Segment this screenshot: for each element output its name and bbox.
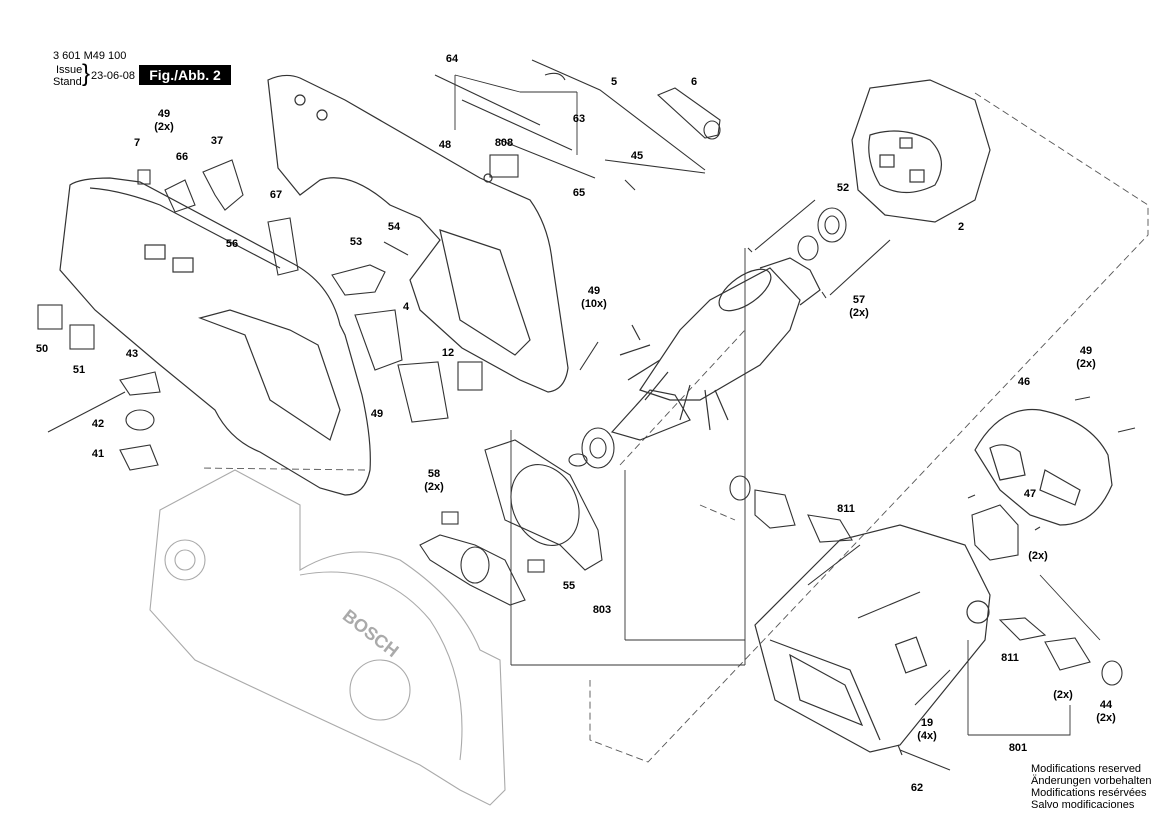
callout-2: 2 (957, 221, 965, 233)
callout-5: 5 (610, 76, 618, 88)
callout-57-2x: 57 (2x) (849, 294, 869, 319)
left-small-parts (37, 154, 519, 471)
note-line-en: Modifications reserved (1031, 763, 1142, 775)
note-line-es: Salvo modificaciones (1031, 799, 1135, 811)
callout-2x-small: (2x) (1028, 550, 1048, 562)
callout-6: 6 (690, 76, 698, 88)
part-2-stator (851, 79, 991, 223)
callout-63: 63 (572, 113, 586, 125)
modifications-note: Modifications reserved Änderungen vorbeh… (1031, 763, 1151, 811)
issue-label: Issue (56, 64, 83, 76)
callout-49-2x-top: 49 (2x) (154, 108, 174, 133)
callout-47: 47 (1023, 488, 1037, 500)
part-801-motor-housing (754, 524, 991, 753)
callout-53: 53 (349, 236, 363, 248)
callout-811-upper: 811 (837, 503, 855, 515)
part-6-sleeve (656, 87, 721, 140)
part-48-frame (267, 74, 569, 393)
callout-55: 55 (562, 580, 576, 592)
callout-56: 56 (225, 238, 239, 250)
callout-19-4x: 19 (4x) (917, 717, 937, 742)
callout-37: 37 (210, 135, 224, 147)
callout-58-2x: 58 (2x) (424, 468, 444, 493)
part-58-bracket (419, 511, 545, 606)
note-line-fr: Modifications resérvées (1031, 787, 1147, 799)
callout-7: 7 (133, 137, 141, 149)
note-line-de: Änderungen vorbehalten (1031, 775, 1152, 787)
callout-811-lower: 811 (1001, 652, 1019, 664)
callout-2x-brush: (2x) (1053, 689, 1073, 701)
figure-label: Fig./Abb. 2 (139, 65, 231, 85)
issue-date: 23-06-08 (91, 70, 136, 82)
callout-62: 62 (910, 782, 924, 794)
brush-holders (754, 489, 1091, 671)
callout-49-2x-right: 49 (2x) (1076, 345, 1096, 370)
callout-65: 65 (572, 187, 586, 199)
callout-42: 42 (91, 418, 105, 430)
part-55-baffle (484, 439, 603, 571)
callout-50: 50 (35, 343, 49, 355)
brand-text: BOSCH (339, 605, 403, 661)
callout-45: 45 (630, 150, 644, 162)
callout-51: 51 (72, 364, 86, 376)
leader-lines (454, 74, 1101, 736)
callout-46: 46 (1017, 376, 1031, 388)
callout-41: 41 (91, 448, 105, 460)
part-46-cover (974, 408, 1113, 526)
callout-54: 54 (387, 221, 401, 233)
screws-and-rods (434, 59, 1136, 771)
header-brace: } (82, 60, 91, 87)
part-803-armature (610, 257, 821, 441)
callout-803: 803 (592, 604, 612, 616)
lower-housing: BOSCH (149, 469, 506, 806)
callout-4: 4 (402, 301, 410, 313)
callout-49-10x: 49 (10x) (581, 285, 607, 310)
callout-43: 43 (125, 348, 139, 360)
callout-64: 64 (445, 53, 459, 65)
callout-67: 67 (269, 189, 283, 201)
callout-12: 12 (441, 347, 455, 359)
callout-49-single: 49 (370, 408, 384, 420)
callout-52: 52 (836, 182, 850, 194)
assembly-boundary-lines (199, 92, 1149, 763)
callout-44-2x: 44 (2x) (1096, 699, 1116, 724)
stand-label: Stand (53, 76, 82, 88)
document-number: 3 601 M49 100 (53, 50, 127, 62)
callout-48: 48 (438, 139, 452, 151)
callout-801: 801 (1008, 742, 1028, 754)
callout-66: 66 (175, 151, 189, 163)
bearings (568, 207, 1123, 686)
callout-808: 808 (494, 137, 514, 149)
part-56-housing (59, 177, 371, 496)
